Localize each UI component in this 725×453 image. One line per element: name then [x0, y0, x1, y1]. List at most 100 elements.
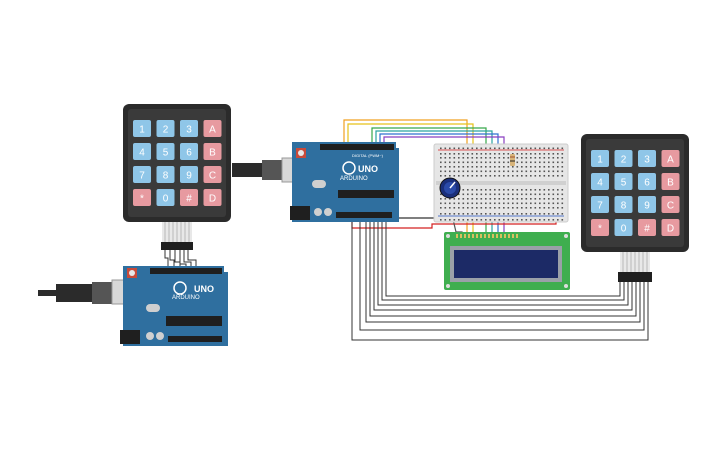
keypad-1-key-0-3[interactable] [203, 120, 222, 137]
breadboard-hole [516, 166, 519, 168]
breadboard-hole [557, 219, 559, 221]
wire-k2-4[interactable] [373, 214, 633, 311]
breadboard-hole [507, 153, 510, 155]
breadboard-hole [494, 193, 496, 196]
keypad-1-key-3-0[interactable] [133, 189, 151, 206]
keypad-1-key-2-3[interactable] [203, 166, 222, 183]
keypad-1-key-label: 1 [139, 125, 145, 136]
lcd-pin [468, 234, 470, 238]
breadboard-hole [543, 161, 546, 164]
breadboard-hole [444, 175, 447, 177]
keypad-2-key-1-0[interactable] [591, 173, 609, 190]
arduino-uno-2[interactable]: UNO ARDUINO [38, 266, 228, 346]
lcd-pin [484, 234, 486, 238]
arduino-uno-1[interactable]: UNO ARDUINO DIGITAL (PWM~) [232, 142, 399, 222]
keypad-1-key-1-2[interactable] [180, 143, 198, 160]
breadboard-hole [494, 166, 496, 168]
wire-k2-1[interactable] [385, 214, 621, 297]
keypad-2-key-0-1[interactable] [614, 150, 633, 167]
keypad-2-key-1-1[interactable] [614, 173, 633, 190]
keypad-2-key-2-0[interactable] [591, 196, 609, 213]
breadboard-hole [552, 219, 555, 221]
breadboard[interactable] [433, 143, 569, 223]
breadboard-hole [543, 189, 546, 191]
keypad-2-key-1-3[interactable] [661, 173, 680, 190]
breadboard-hole [548, 166, 550, 168]
breadboard-hole [494, 157, 496, 159]
breadboard-hole [516, 157, 519, 159]
keypad-1-key-0-1[interactable] [156, 120, 175, 137]
keypad-1-key-1-1[interactable] [156, 143, 175, 160]
breadboard-hole [530, 207, 532, 209]
keypad-2-key-2-3[interactable] [661, 196, 680, 213]
breadboard-hole [480, 175, 483, 177]
keypad-2-key-0-0[interactable] [591, 150, 609, 167]
breadboard-hole [539, 147, 541, 150]
keypad-2-key-0-2[interactable] [638, 150, 656, 167]
keypad-2-key-label: # [644, 224, 650, 235]
wire-k2-8[interactable] [351, 214, 649, 341]
wire-k2-7[interactable] [359, 214, 645, 331]
breadboard-hole [467, 193, 469, 196]
keypad-2-key-3-0[interactable] [591, 219, 609, 236]
potentiometer[interactable] [439, 177, 461, 199]
breadboard-hole [548, 198, 550, 200]
wire-k2-5[interactable] [369, 214, 637, 317]
keypad-2-key-3-1[interactable] [614, 219, 633, 236]
breadboard-hole [548, 207, 550, 209]
breadboard-hole [476, 147, 478, 150]
keypad-2-key-3-3[interactable] [661, 219, 680, 236]
wire-k2-2[interactable] [381, 214, 625, 301]
keypad-1-key-1-0[interactable] [133, 143, 151, 160]
breadboard-hole [440, 219, 442, 221]
breadboard-hole [548, 153, 550, 155]
breadboard-hole [557, 198, 559, 200]
breadboard-hole [507, 202, 510, 205]
breadboard-hole [534, 189, 537, 191]
keypad-2-key-1-2[interactable] [638, 173, 656, 190]
breadboard-hole [534, 153, 537, 155]
breadboard-hole [561, 147, 564, 150]
breadboard-hole [476, 166, 478, 168]
breadboard-hole [507, 170, 510, 173]
keypad-1-key-1-3[interactable] [203, 143, 222, 160]
keypad-1-key-3-3[interactable] [203, 189, 222, 206]
wire-k2-3[interactable] [377, 214, 629, 306]
breadboard-hole [494, 219, 496, 221]
breadboard-hole [521, 175, 523, 177]
keypad-1-key-2-2[interactable] [180, 166, 198, 183]
breadboard-hole [561, 166, 564, 168]
keypad-1-key-0-0[interactable] [133, 120, 151, 137]
breadboard-hole [485, 219, 487, 221]
breadboard-hole [498, 161, 501, 164]
keypad-1-key-0-2[interactable] [180, 120, 198, 137]
keypad-1-key-3-2[interactable] [180, 189, 198, 206]
wire-k2-6[interactable] [365, 214, 641, 323]
lcd-16x2[interactable] [444, 232, 570, 290]
breadboard-hole [525, 213, 528, 215]
keypad-1-key-2-1[interactable] [156, 166, 175, 183]
breadboard-hole [467, 202, 469, 205]
breadboard-hole [521, 219, 523, 221]
breadboard-hole [458, 153, 460, 155]
keypad-2-key-0-3[interactable] [661, 150, 680, 167]
keypad-2-key-3-2[interactable] [638, 219, 656, 236]
keypad-1-key-2-0[interactable] [133, 166, 151, 183]
breadboard-hole [521, 213, 523, 215]
breadboard-hole [476, 213, 478, 215]
breadboard-hole [489, 219, 492, 221]
resistor[interactable] [510, 154, 515, 166]
breadboard-hole [530, 170, 532, 173]
breadboard-hole [561, 207, 564, 209]
breadboard-hole [525, 193, 528, 196]
breadboard-hole [525, 202, 528, 205]
keypad-2-key-2-2[interactable] [638, 196, 656, 213]
breadboard-hole [525, 147, 528, 150]
keypad-1-key-3-1[interactable] [156, 189, 175, 206]
keypad-2-key-2-1[interactable] [614, 196, 633, 213]
chip-2 [166, 316, 222, 326]
